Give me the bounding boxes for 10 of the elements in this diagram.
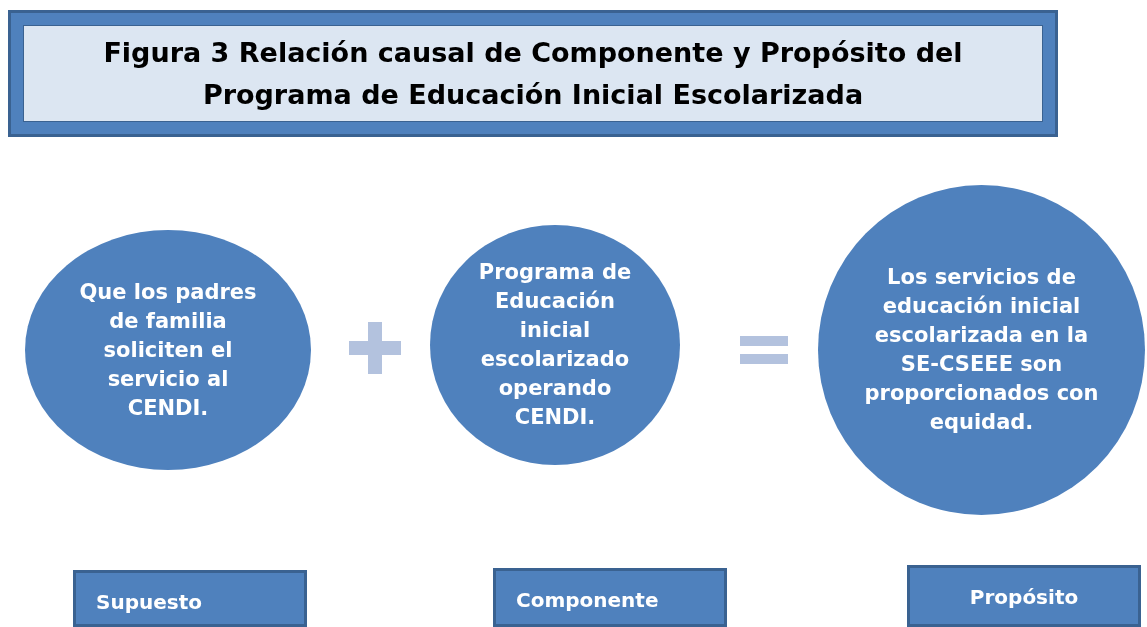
label-box	[73, 570, 307, 627]
box-label: Supuesto	[96, 589, 202, 615]
label-box	[907, 565, 1141, 627]
box-label: Componente	[516, 587, 659, 613]
label-box	[493, 568, 727, 627]
box-label: Propósito	[969, 584, 1079, 610]
title: Figura 3 Relación causal de Componente y Propósito del Programa de Educación Inicial Escolarizada	[102, 35, 964, 112]
node-text: Programa de Educación inicial escolarizado operando CENDI.	[477, 259, 633, 431]
node-text: Los servicios de educación inicial escolarizada en la SE-CSEEE son proporcionados con equidad.	[863, 264, 1100, 436]
node-text: Que los padres de familia soliciten el servicio al CENDI.	[78, 278, 258, 422]
